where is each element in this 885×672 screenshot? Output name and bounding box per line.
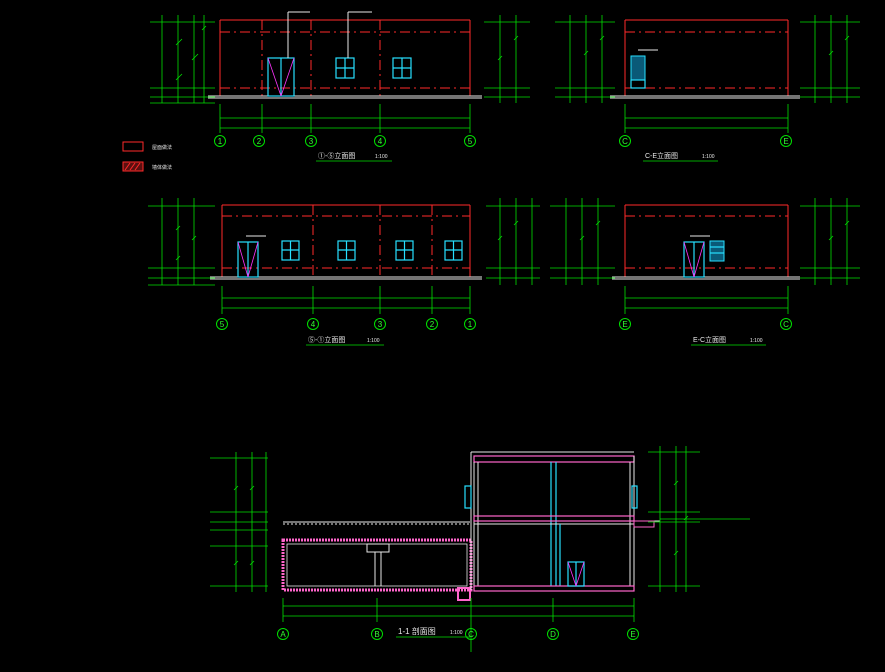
view-scale: 1:100 xyxy=(750,338,763,344)
grid-label: 3 xyxy=(378,320,383,329)
grid-label: E xyxy=(622,320,627,329)
elevation-5-1-rear: 5 4 3 2 1 ⑤-①立面图 1:100 xyxy=(148,198,540,346)
grid-label: 4 xyxy=(311,320,316,329)
grid-label: E xyxy=(783,137,788,146)
elevation-1-5-front: 1 2 3 4 5 ①-⑤立面图 1:100 xyxy=(150,11,530,162)
grid-label: 5 xyxy=(220,320,225,329)
grid-label: 5 xyxy=(468,137,473,146)
grid-label: 3 xyxy=(309,137,314,146)
grid-label: 1 xyxy=(218,137,223,146)
grid-label: A xyxy=(280,630,286,639)
grid-label: 1 xyxy=(468,320,473,329)
section-1-1: A B C D E 1-1 剖面图 1:100 xyxy=(210,446,750,652)
grid-label: C xyxy=(783,320,789,329)
legend: 屋面做法 墙体做法 xyxy=(122,141,172,172)
legend-label: 屋面做法 xyxy=(152,144,172,151)
grid-label: C xyxy=(468,630,474,639)
view-scale: 1:100 xyxy=(450,630,463,636)
grid-label: D xyxy=(550,630,556,639)
view-title: E-C立面图 xyxy=(693,335,726,344)
view-title: ⑤-①立面图 xyxy=(308,335,345,344)
grid-label: B xyxy=(374,630,379,639)
legend-swatch-roof xyxy=(122,141,144,152)
grid-label: 2 xyxy=(257,137,262,146)
elevation-c-e-side: C E C-E立面图 1:100 xyxy=(555,15,860,162)
view-scale: 1:100 xyxy=(702,154,715,160)
grid-label: E xyxy=(630,630,635,639)
view-title: ①-⑤立面图 xyxy=(318,151,355,160)
legend-label: 墙体做法 xyxy=(152,164,172,171)
view-scale: 1:100 xyxy=(375,154,388,160)
grid-label: C xyxy=(622,137,628,146)
grid-label: 2 xyxy=(430,320,435,329)
view-title: 1-1 剖面图 xyxy=(398,626,436,636)
view-title: C-E立面图 xyxy=(645,151,678,160)
grid-label: 4 xyxy=(378,137,383,146)
elevation-e-c-side: E C E-C立面图 1:100 xyxy=(550,198,860,346)
view-scale: 1:100 xyxy=(367,338,380,344)
